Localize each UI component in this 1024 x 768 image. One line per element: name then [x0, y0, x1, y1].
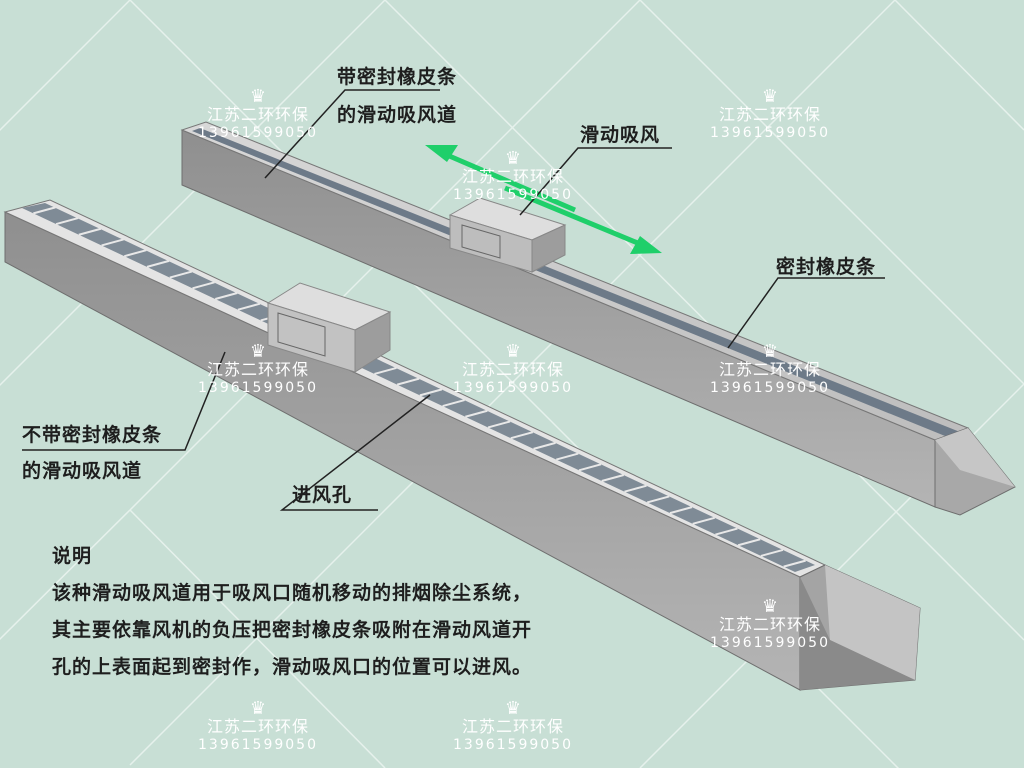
sliding-inlet-box-upper — [448, 197, 567, 273]
watermark-company: 江苏二环环保 — [461, 360, 564, 379]
watermark-company: 江苏二环环保 — [718, 615, 821, 634]
label-unsealed-duct-1: 不带密封橡皮条 — [22, 424, 163, 446]
inlet-hole-slat — [510, 431, 534, 440]
watermark-company: 江苏二环环保 — [461, 167, 564, 186]
inlet-hole-slat — [124, 249, 147, 258]
inlet-hole-slat — [601, 474, 625, 482]
description-line: 该种滑动吸风道用于吸风口随机移动的排烟除尘系统， — [52, 582, 533, 604]
watermark-phone: 13961599050 — [710, 125, 830, 141]
sealed-duct — [180, 121, 1016, 516]
crown-icon: ♛ — [249, 341, 267, 362]
label-rubber-strip: 密封橡皮条 — [776, 256, 877, 278]
inlet-hole-slat — [396, 377, 420, 386]
inlet-hole-slat — [624, 484, 647, 493]
label-sealed-duct-1: 带密封橡皮条 — [337, 66, 458, 88]
inlet-hole-slat — [419, 388, 443, 397]
crown-icon: ♛ — [504, 148, 522, 169]
label-sliding-inlet: 滑动吸风 — [580, 124, 661, 146]
inlet-hole-slat — [237, 302, 261, 311]
watermark-company: 江苏二环环保 — [718, 105, 821, 124]
unsealed-duct — [3, 199, 921, 691]
crown-icon: ♛ — [761, 596, 779, 617]
crown-icon: ♛ — [504, 698, 522, 719]
inlet-hole-slat — [78, 227, 102, 236]
inlet-hole-slat — [692, 516, 715, 525]
label-air-inlet-holes: 进风孔 — [292, 484, 353, 506]
sliding-inlet-box-lower — [266, 282, 392, 373]
crown-icon: ♛ — [761, 341, 779, 362]
description: 说明 该种滑动吸风道用于吸风口随机移动的排烟除尘系统， 其主要依靠风机的负压把密… — [52, 538, 532, 686]
inlet-hole-slat — [33, 206, 56, 215]
label-unsealed-duct-2: 的滑动吸风道 — [22, 460, 143, 482]
inlet-hole-slat — [760, 548, 784, 557]
inlet-hole-slat — [737, 538, 761, 547]
inlet-hole-slat — [487, 420, 511, 429]
slide-direction-arrows — [425, 145, 662, 254]
crown-icon: ♛ — [249, 698, 267, 719]
watermark-company: 江苏二环环保 — [206, 360, 309, 379]
inlet-hole-slat — [646, 495, 670, 504]
watermark-company: 江苏二环环保 — [718, 360, 821, 379]
description-line: 其主要依靠风机的负压把密封橡皮条吸附在滑动风道开 — [52, 619, 533, 641]
watermark-company: 江苏二环环保 — [461, 717, 564, 736]
description-title: 说明 — [52, 545, 93, 567]
watermark-phone: 13961599050 — [710, 380, 830, 396]
leader-lines — [22, 89, 885, 511]
inlet-hole-slat — [556, 452, 579, 461]
description-line: 孔的上表面起到密封作，滑动吸风口的位置可以进风。 — [52, 656, 533, 678]
inlet-hole-slat — [192, 281, 215, 290]
inlet-hole-slat — [442, 399, 465, 408]
label-sealed-duct-2: 的滑动吸风道 — [337, 104, 458, 126]
inlet-hole-slat — [465, 409, 488, 418]
inlet-hole-slat — [669, 506, 693, 515]
watermark-phone: 13961599050 — [710, 635, 830, 651]
watermark-company: 江苏二环环保 — [206, 105, 309, 124]
watermark-phone: 13961599050 — [198, 737, 318, 753]
inlet-hole-slat — [715, 527, 738, 536]
inlet-hole-slat — [783, 559, 806, 568]
inlet-hole-slat — [101, 238, 124, 247]
inlet-hole-slat — [578, 463, 602, 472]
inlet-hole-slat — [533, 441, 556, 450]
watermark-phone: 13961599050 — [453, 380, 573, 396]
inlet-hole-slat — [55, 217, 79, 226]
inlet-hole-slat — [214, 292, 238, 300]
inlet-hole-slat — [374, 366, 397, 375]
watermark-phone: 13961599050 — [453, 187, 573, 203]
crown-icon: ♛ — [249, 86, 267, 107]
crown-icon: ♛ — [504, 341, 522, 362]
watermark-phone: 13961599050 — [453, 737, 573, 753]
inlet-hole-slat — [169, 270, 193, 279]
watermark-phone: 13961599050 — [198, 125, 318, 141]
watermark-phone: 13961599050 — [198, 380, 318, 396]
inlet-hole-slat — [146, 259, 170, 268]
watermark-company: 江苏二环环保 — [206, 717, 309, 736]
crown-icon: ♛ — [761, 86, 779, 107]
